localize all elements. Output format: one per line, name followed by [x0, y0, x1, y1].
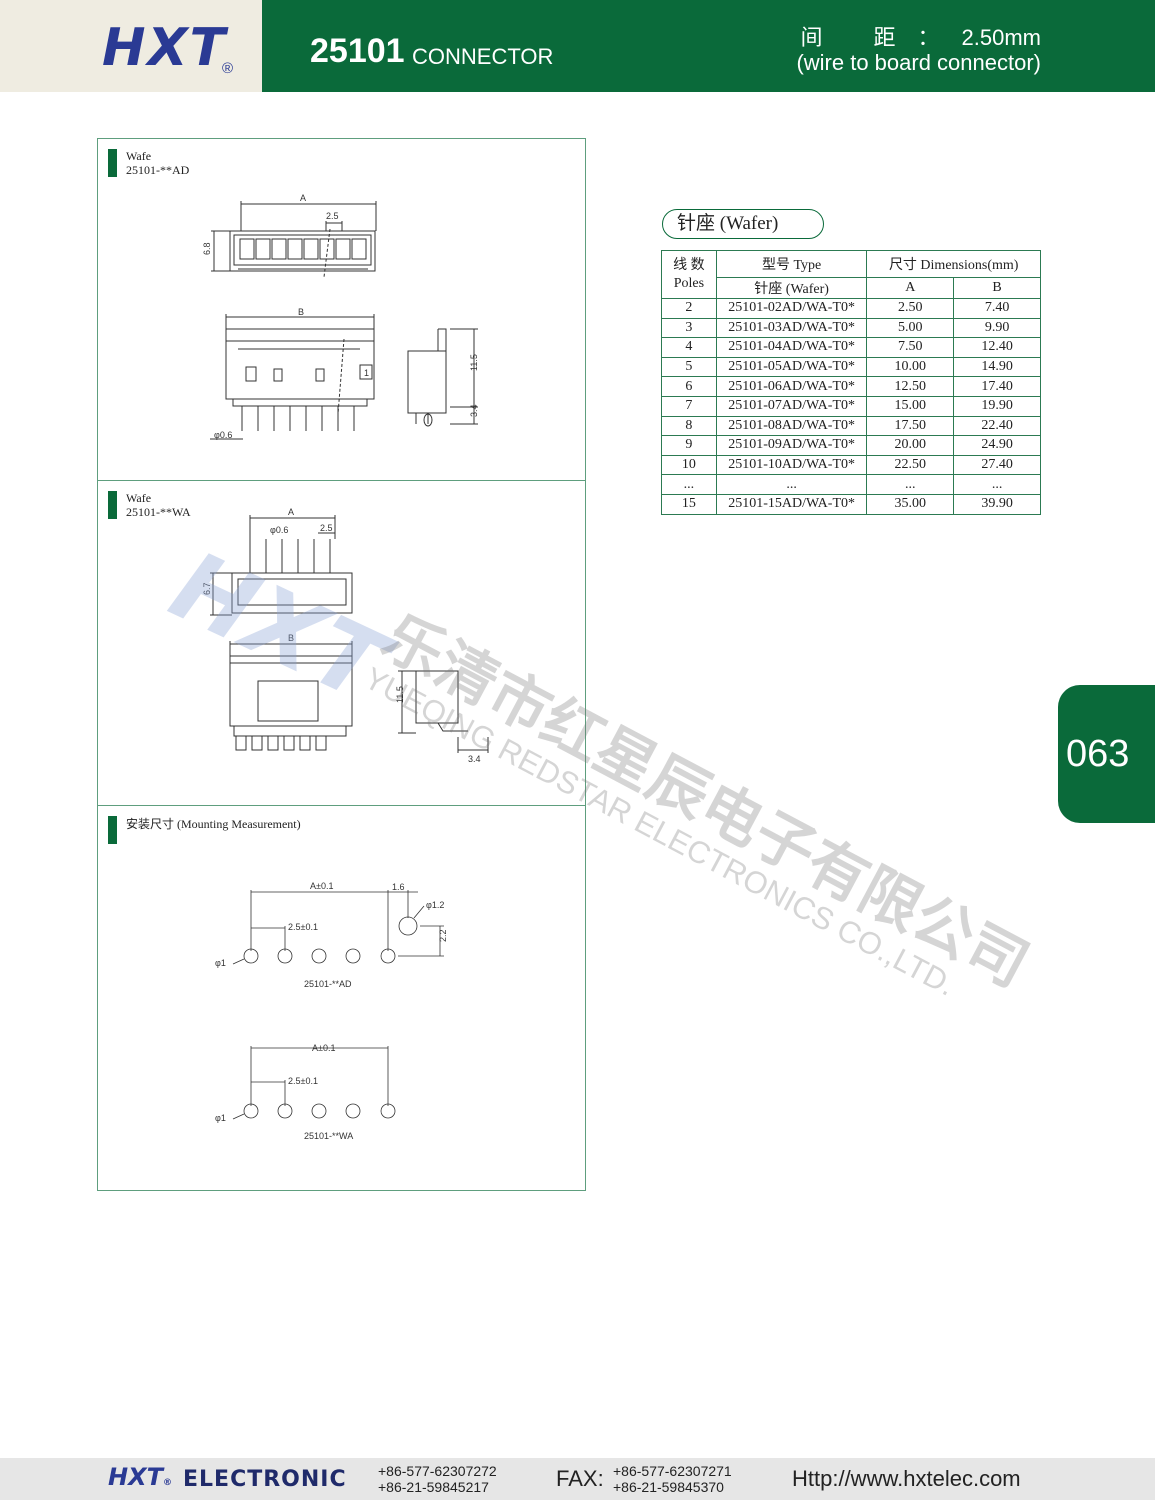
section-title: 安装尺寸 (Mounting Measurement) [126, 817, 301, 831]
ad-front-view [210, 314, 375, 440]
ad-side-view [407, 328, 478, 427]
header-dimensions: 尺寸 Dimensions(mm) [866, 250, 1041, 278]
ad-drawing: A 2.5 6.8 B φ0.6 1 11.5 3.4 [202, 193, 479, 440]
header-poles: 线 数 Poles [661, 250, 717, 299]
footer-electronic: ELECTRONIC [183, 1467, 347, 1492]
section-title: Wafe [126, 491, 152, 505]
ad-dim-pin: φ0.6 [214, 430, 232, 440]
wa-front-view [229, 641, 353, 751]
section-title: Wafe [126, 149, 152, 163]
m-wa-dim-pitch: 2.5±0.1 [288, 1076, 318, 1086]
wa-side-view [398, 670, 489, 753]
m-ad-dim-offset: 1.6 [392, 882, 405, 892]
mounting-drawing: A±0.1 1.6 φ1.2 2.5±0.1 2.2 φ1 25101-**AD… [215, 881, 448, 1141]
ad-pin1-mark: 1 [364, 368, 369, 378]
ad-dim-side-leg: 3.4 [469, 404, 479, 417]
wa-dim-side-height: 11.5 [395, 686, 405, 703]
wa-dim-a: A [288, 507, 294, 517]
page-number-tab: 063 [1058, 685, 1155, 823]
label-marker [108, 491, 117, 519]
ad-dim-side-height: 11.5 [469, 354, 479, 371]
m-ad-dim-hole: φ1 [215, 958, 226, 968]
wa-top-view [210, 515, 353, 616]
wa-drawing: A φ0.6 2.5 6.7 B 11.5 3.4 [202, 507, 489, 764]
header-type: 型号 Type [715, 250, 868, 278]
wa-dim-pitch: 2.5 [320, 523, 333, 533]
page-header: HXT ® 25101 CONNECTOR 间 距：2.50mm (wire t… [0, 0, 1155, 92]
ad-top-view [211, 201, 377, 278]
m-ad-dim-boss: φ1.2 [426, 900, 444, 910]
section-wafer-wa: Wafe 25101-**WA [98, 481, 585, 806]
product-kind: CONNECTOR [412, 44, 554, 69]
section-wafer-ad: Wafe 25101-**AD [98, 139, 585, 481]
footer-fax-label: FAX: [556, 1466, 604, 1491]
label-marker [108, 149, 117, 177]
section-part: 25101-**WA [126, 505, 191, 519]
registered-mark: ® [222, 60, 234, 77]
pitch-value: 2.50mm [961, 25, 1041, 50]
pitch-label: 间 距： [800, 26, 962, 51]
pitch-spec: 间 距：2.50mm [801, 20, 1041, 52]
footer-website-link[interactable]: Http://www.hxtelec.com [792, 1466, 1021, 1491]
drawing-panel: Wafe 25101-**AD [97, 138, 586, 1191]
brand-logo: HXT ® [0, 0, 262, 92]
ad-dim-height: 6.8 [202, 242, 212, 255]
dimension-table: 线 数 Poles 型号 Type 尺寸 Dimensions(mm) 针座 (… [661, 250, 1041, 515]
wa-dim-pin: φ0.6 [270, 525, 288, 535]
header-b: B [953, 277, 1041, 299]
model-number: 25101 [310, 32, 405, 70]
wafer-tag: 针座 (Wafer) [662, 209, 824, 239]
section-mounting: 安装尺寸 (Mounting Measurement) [98, 806, 585, 1190]
m-wa-part: 25101-**WA [304, 1131, 353, 1141]
footer-brand: HXT® [108, 1463, 172, 1491]
page-footer: HXT® ELECTRONIC +86-577-62307272 +86-21-… [0, 1458, 1155, 1500]
mount-wa-pattern [232, 1046, 396, 1120]
header-a: A [866, 277, 955, 299]
brand-name: HXT [102, 18, 228, 78]
wa-dim-side-leg: 3.4 [468, 754, 481, 764]
section-label: Wafe 25101-**WA [108, 491, 191, 519]
m-ad-dim-a: A±0.1 [310, 881, 333, 891]
section-part: 25101-**AD [126, 163, 190, 177]
wa-dim-height: 6.7 [202, 582, 212, 595]
m-ad-dim-dy: 2.2 [438, 929, 448, 942]
m-wa-dim-hole: φ1 [215, 1113, 226, 1123]
table-row: ............ [661, 474, 1041, 495]
m-wa-dim-a: A±0.1 [312, 1043, 335, 1053]
section-label: 安装尺寸 (Mounting Measurement) [108, 816, 301, 844]
wa-dim-b: B [288, 633, 294, 643]
ad-dim-a: A [300, 193, 306, 203]
footer-tel: +86-577-62307272 +86-21-59845217 [378, 1463, 497, 1495]
label-marker [108, 816, 117, 844]
footer-fax: +86-577-62307271 +86-21-59845370 [613, 1463, 732, 1495]
m-ad-part: 25101-**AD [304, 979, 352, 989]
section-label: Wafe 25101-**AD [108, 149, 189, 177]
m-ad-dim-pitch: 2.5±0.1 [288, 922, 318, 932]
ad-dim-b: B [298, 307, 304, 317]
mount-ad-pattern [232, 890, 444, 965]
header-bar: 25101 CONNECTOR 间 距：2.50mm (wire to boar… [262, 0, 1155, 92]
ad-dim-pitch: 2.5 [326, 211, 339, 221]
header-subtitle: (wire to board connector) [796, 50, 1041, 75]
header-type-sub: 针座 (Wafer) [715, 277, 868, 299]
